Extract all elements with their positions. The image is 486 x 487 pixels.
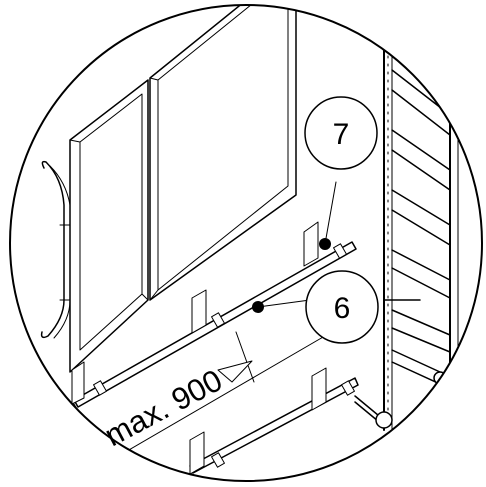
callout-7: 7 xyxy=(304,96,378,170)
leader-line-6 xyxy=(257,299,311,308)
detail-circle-outline xyxy=(9,4,483,482)
rail-lower xyxy=(189,367,393,475)
leader-line-7 xyxy=(324,181,337,245)
window-left-panel xyxy=(69,79,149,373)
callout-6: 6 xyxy=(305,270,379,344)
rail-upper xyxy=(71,221,357,408)
ladder xyxy=(383,39,459,431)
callout-6-circle xyxy=(305,270,379,344)
callout-7-label: 7 xyxy=(333,118,350,151)
callout-7-circle xyxy=(304,96,378,170)
window-right-panel xyxy=(149,5,297,301)
grab-handle xyxy=(40,160,71,339)
callout-6-label: 6 xyxy=(334,292,351,325)
detail-contents xyxy=(40,5,459,481)
